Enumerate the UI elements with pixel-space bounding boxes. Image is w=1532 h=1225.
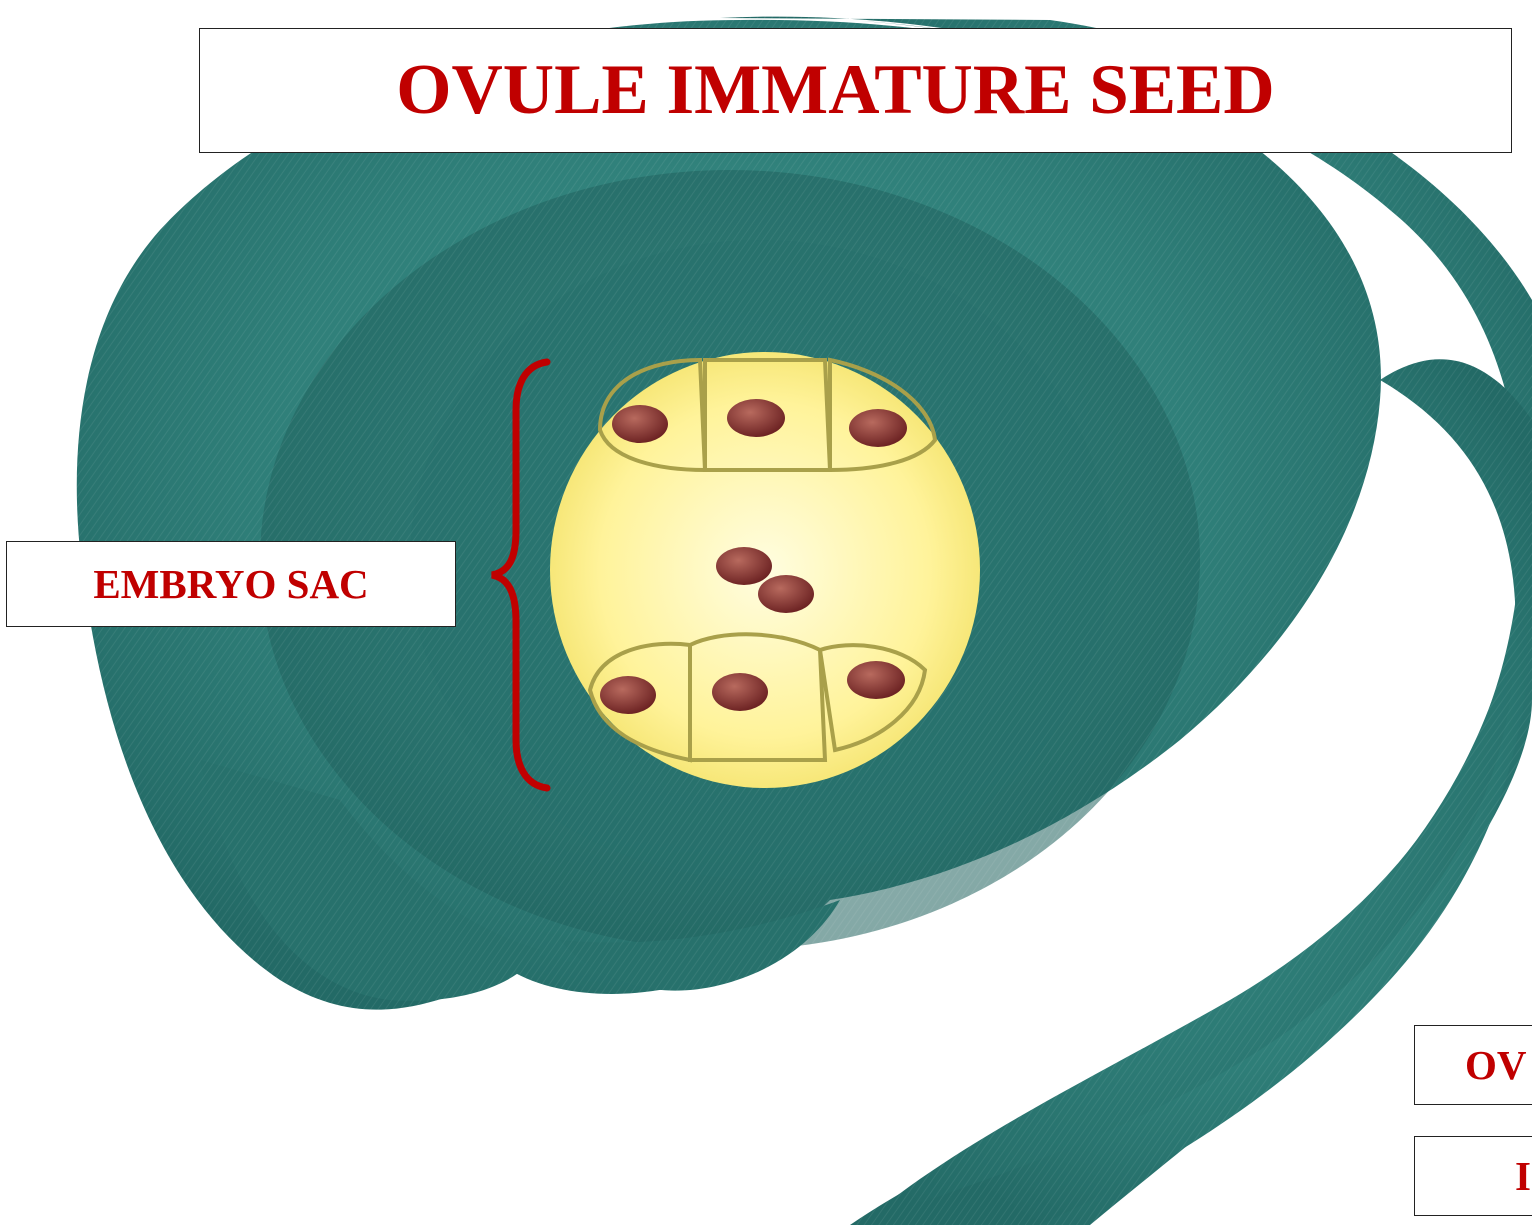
secondary-label: I: [1414, 1136, 1532, 1216]
synergid-nucleus-right: [849, 409, 907, 447]
antipodal-nucleus-left: [600, 676, 656, 714]
polar-nucleus-lower: [758, 575, 814, 613]
antipodal-nucleus-right: [847, 661, 905, 699]
ovule-label: OV: [1414, 1025, 1532, 1105]
polar-nucleus-upper: [716, 547, 772, 585]
embryo-sac-label: EMBRYO SAC: [6, 541, 456, 627]
synergid-nucleus-left: [612, 405, 668, 443]
egg-nucleus: [727, 399, 785, 437]
page-title: OVULE IMMATURE SEED: [199, 28, 1512, 153]
antipodal-nucleus-center: [712, 673, 768, 711]
